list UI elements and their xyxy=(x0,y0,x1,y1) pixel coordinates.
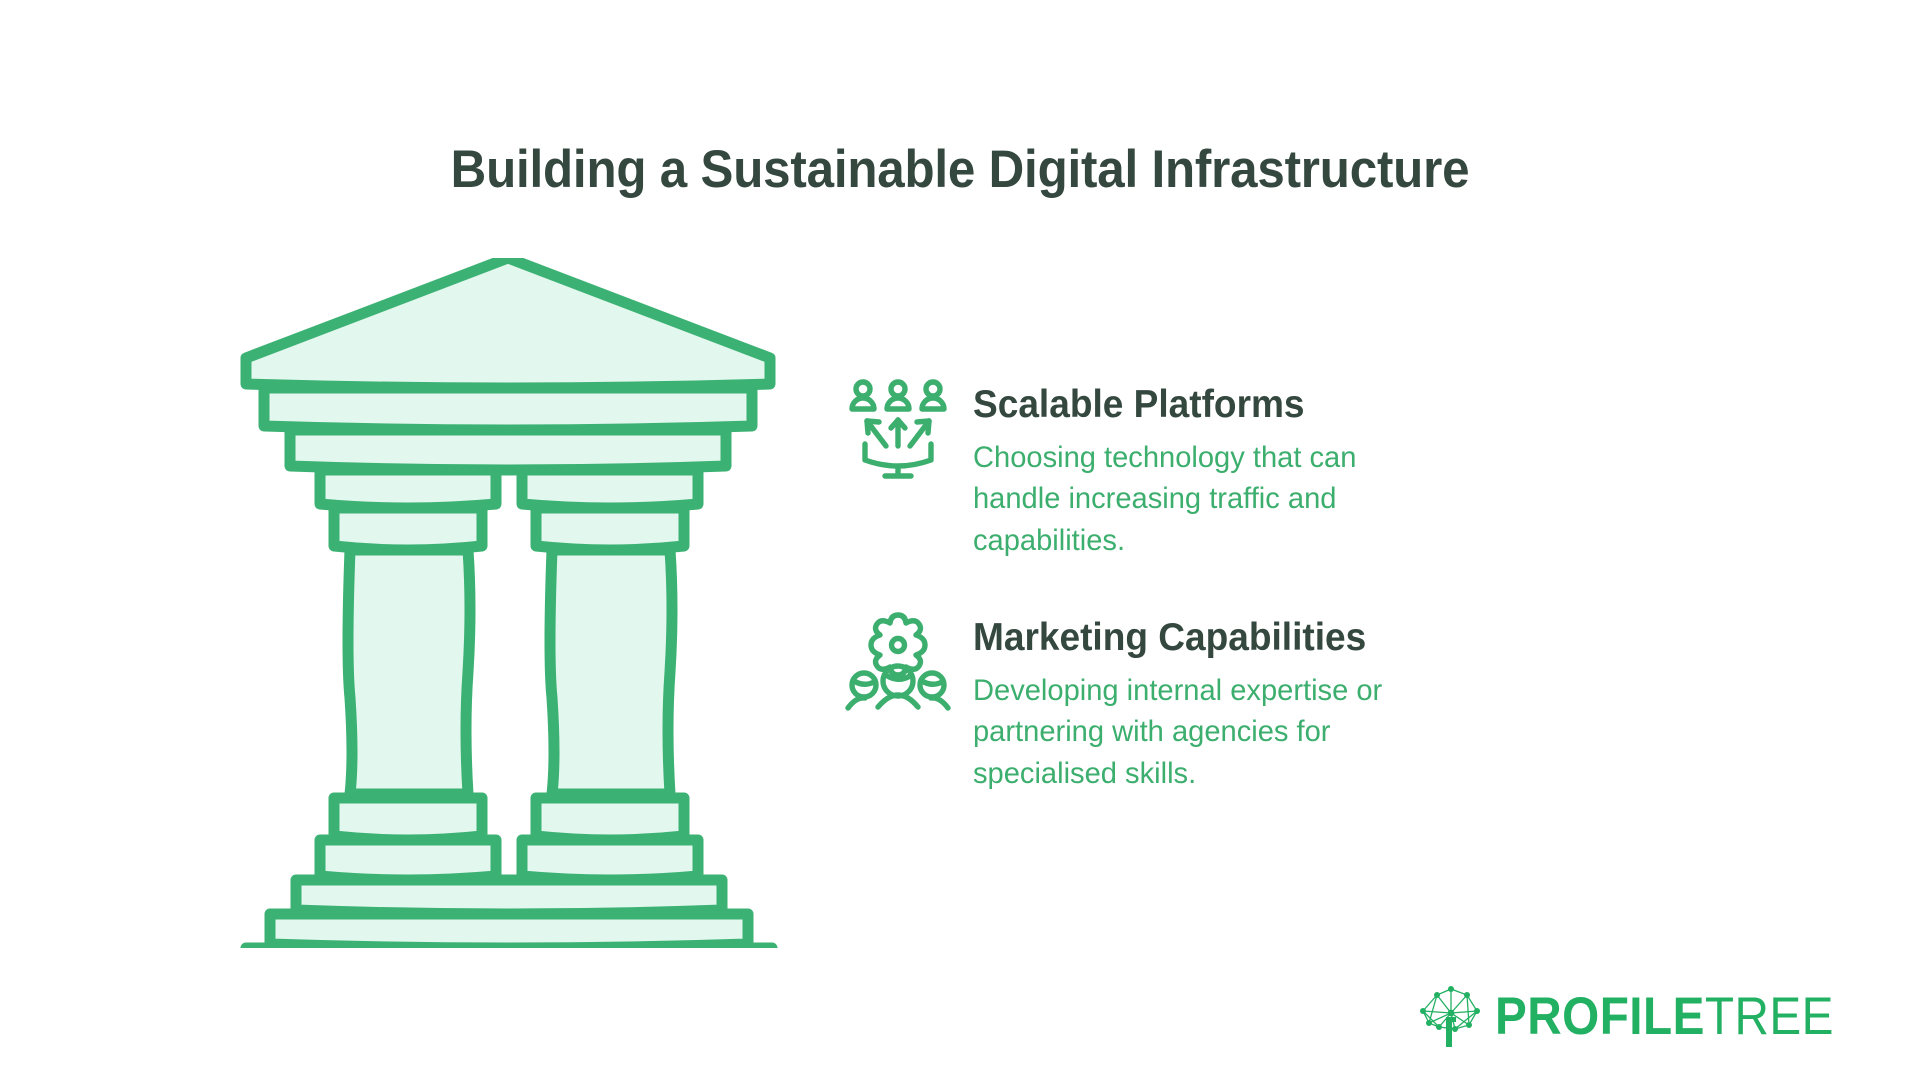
team-member-right xyxy=(917,670,951,711)
feature-description: Developing internal expertise or partner… xyxy=(973,673,1383,790)
tree-trunk xyxy=(1446,1017,1457,1047)
profiletree-logo: PROFILETREE xyxy=(1415,980,1872,1052)
feature-list: Scalable Platforms Choosing technology t… xyxy=(845,372,1605,794)
person-figure-right xyxy=(919,379,947,412)
temple-column-left xyxy=(314,464,502,886)
temple-illustration xyxy=(238,258,778,948)
platform-base xyxy=(862,441,934,479)
scalable-platform-icon xyxy=(845,376,951,482)
feature-title: Marketing Capabilities xyxy=(973,616,1367,660)
temple-column-right xyxy=(516,464,704,886)
temple-stepped-base xyxy=(240,874,778,948)
feature-title: Scalable Platforms xyxy=(973,383,1305,426)
feature-item-marketing-capabilities: Marketing Capabilities Developing intern… xyxy=(845,605,1605,794)
feature-text-block: Marketing Capabilities Developing intern… xyxy=(973,605,1605,794)
logo-wordmark: PROFILETREE xyxy=(1495,990,1834,1043)
network-tree-icon xyxy=(1415,983,1485,1049)
temple-roof-pediment xyxy=(240,258,776,394)
logo-word-profile: PROFILE xyxy=(1495,986,1706,1046)
growth-arrows xyxy=(864,417,932,449)
temple-entablature-upper xyxy=(258,382,758,436)
canopy-nodes xyxy=(1420,986,1481,1032)
gear-icon xyxy=(868,612,928,678)
temple-entablature-lower xyxy=(284,424,732,476)
feature-item-scalable-platforms: Scalable Platforms Choosing technology t… xyxy=(845,372,1605,561)
marketing-team-gear-icon xyxy=(845,609,951,715)
logo-word-tree: TREE xyxy=(1705,986,1835,1046)
feature-description: Choosing technology that can handle incr… xyxy=(973,440,1357,557)
page-title: Building a Sustainable Digital Infrastru… xyxy=(450,139,1470,199)
feature-text-block: Scalable Platforms Choosing technology t… xyxy=(973,372,1605,561)
person-figure-center xyxy=(884,379,912,412)
team-member-center xyxy=(875,663,921,710)
person-figure-left xyxy=(849,379,877,412)
team-member-left xyxy=(845,670,879,711)
